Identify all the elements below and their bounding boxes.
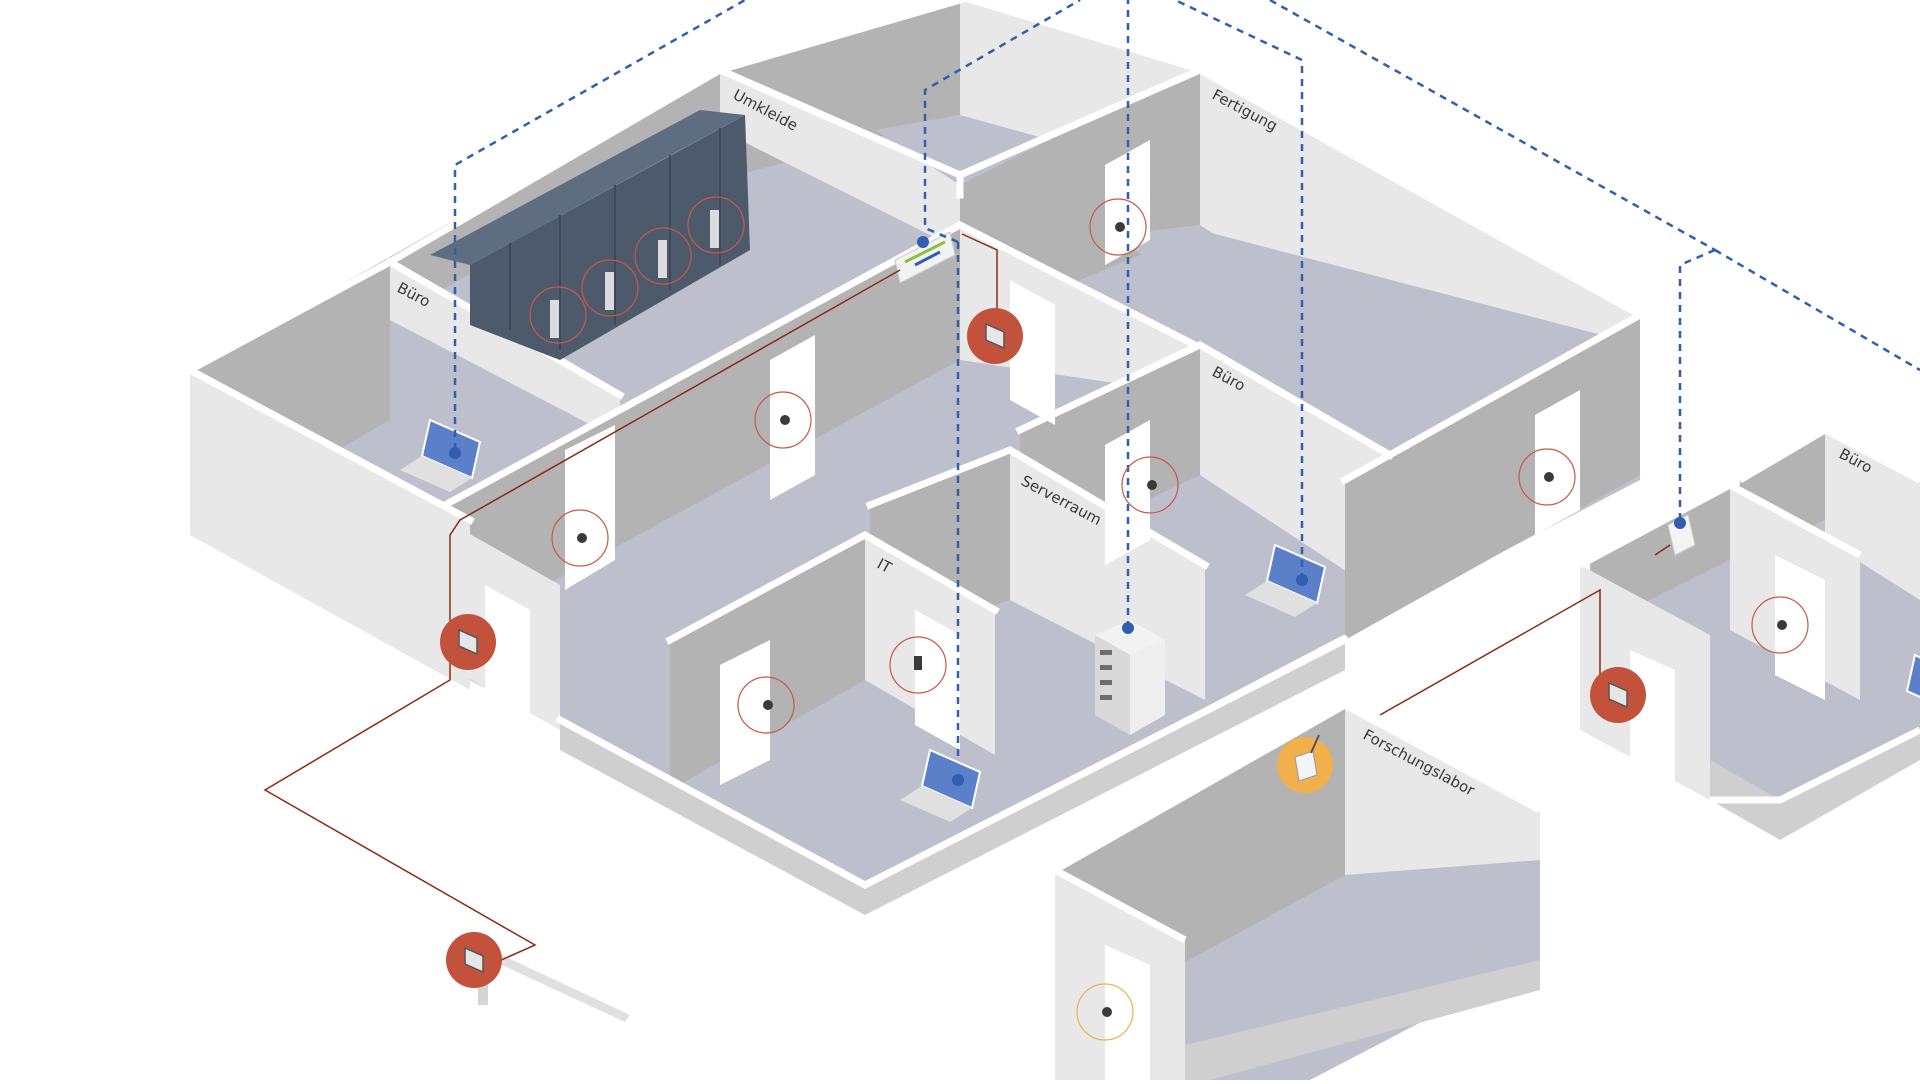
wall-reader-icon xyxy=(1590,667,1646,723)
door xyxy=(770,335,815,500)
lab-building xyxy=(1053,700,1542,1080)
access-controller-icon xyxy=(894,231,956,284)
locker-lock-icon xyxy=(687,196,745,254)
network-node-icon xyxy=(917,236,929,248)
right-wall-bottom xyxy=(1780,730,1920,840)
wall-reader-icon xyxy=(440,614,496,670)
network-node-icon xyxy=(1296,574,1308,586)
wall-umkleide-right xyxy=(720,70,960,250)
floor-top-room xyxy=(875,115,1050,185)
locker-lock-icon xyxy=(634,227,692,285)
door-lock-icon xyxy=(551,509,609,567)
network-nodes xyxy=(449,236,1686,786)
laptop-icon xyxy=(1905,653,1920,698)
door xyxy=(1105,945,1150,1080)
wireless-gateway-icon xyxy=(1277,734,1333,793)
cable-lines xyxy=(263,233,1671,966)
door xyxy=(565,425,615,590)
network-node-icon xyxy=(952,774,964,786)
right-building xyxy=(1578,425,1920,840)
laptop-icon xyxy=(900,748,982,822)
wall-fertigung-right xyxy=(1200,70,1640,345)
lab-wall-front-right xyxy=(1185,960,1540,1080)
locker-lock-icon xyxy=(581,259,639,317)
door xyxy=(1010,280,1055,425)
wall-front-left xyxy=(190,370,470,690)
wall-tops xyxy=(185,0,1645,889)
network-node-icon xyxy=(1674,517,1686,529)
door xyxy=(720,640,770,785)
locker-icon xyxy=(470,115,750,360)
door-lock-icon xyxy=(1121,456,1179,514)
network-node-icon xyxy=(449,447,461,459)
lab-wall-back xyxy=(1055,705,1345,965)
laptop-icon xyxy=(1245,543,1327,617)
wall-buero-mid-side xyxy=(1200,345,1390,600)
lockers xyxy=(430,110,750,360)
door-lock-icon xyxy=(1751,596,1809,654)
locker-lock-icon xyxy=(529,286,587,344)
wall-reader-icon xyxy=(967,308,1023,364)
door-lock-icon xyxy=(1089,198,1147,256)
wall-front-bottom-right xyxy=(865,640,1345,915)
wall-buero-left-side xyxy=(390,262,620,440)
door-lock-icon xyxy=(1076,983,1134,1041)
door xyxy=(1535,390,1580,535)
wall-reader-icon xyxy=(446,932,502,988)
door xyxy=(1630,650,1675,790)
door xyxy=(1105,140,1150,265)
door xyxy=(915,610,960,750)
door-locks xyxy=(529,196,1809,1041)
door-lock-icon xyxy=(737,676,795,734)
wall-front-bottom xyxy=(560,720,865,915)
main-building xyxy=(185,0,1645,915)
lab-wall-side xyxy=(1345,705,1540,875)
wall-readers xyxy=(440,308,1646,988)
door-lock-icon xyxy=(1518,448,1576,506)
door-lock-icon xyxy=(889,636,947,694)
floor-fertigung xyxy=(1115,225,1480,440)
network-node-icon xyxy=(1122,622,1134,634)
door xyxy=(485,585,530,730)
wall-right-block-back xyxy=(1345,315,1640,640)
network-lines xyxy=(453,0,1920,760)
door xyxy=(1775,555,1825,700)
locker-top xyxy=(430,110,745,265)
right-wall-side2 xyxy=(1825,430,1920,600)
doors xyxy=(485,140,1580,785)
server-rack-icon xyxy=(1095,620,1165,735)
door-lock-icon xyxy=(754,391,812,449)
